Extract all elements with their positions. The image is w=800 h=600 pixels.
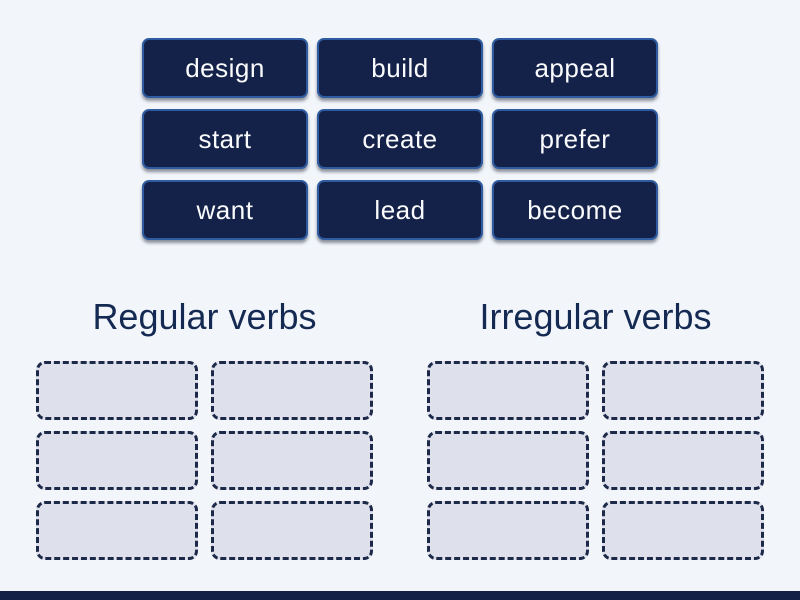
word-tile-grid: design build appeal start create prefer … — [142, 38, 658, 240]
drop-slot-irregular-4[interactable] — [602, 431, 764, 490]
word-tile-lead[interactable]: lead — [317, 180, 483, 240]
drop-slot-regular-2[interactable] — [211, 361, 373, 420]
word-tile-start[interactable]: start — [142, 109, 308, 169]
drop-slot-regular-5[interactable] — [36, 501, 198, 560]
drop-slot-irregular-2[interactable] — [602, 361, 764, 420]
word-tile-prefer[interactable]: prefer — [492, 109, 658, 169]
word-tile-design[interactable]: design — [142, 38, 308, 98]
drop-slot-regular-3[interactable] — [36, 431, 198, 490]
bottom-toolbar-edge — [0, 591, 800, 600]
word-tile-want[interactable]: want — [142, 180, 308, 240]
drop-slot-irregular-3[interactable] — [427, 431, 589, 490]
drop-slot-regular-1[interactable] — [36, 361, 198, 420]
drop-slot-regular-6[interactable] — [211, 501, 373, 560]
word-tile-create[interactable]: create — [317, 109, 483, 169]
drop-zone-group-regular-verbs — [36, 361, 373, 560]
drop-zone-group-irregular-verbs — [427, 361, 764, 560]
word-tile-appeal[interactable]: appeal — [492, 38, 658, 98]
category-title-regular-verbs: Regular verbs — [92, 296, 317, 337]
drop-slot-irregular-6[interactable] — [602, 501, 764, 560]
drop-slot-irregular-5[interactable] — [427, 501, 589, 560]
word-tile-become[interactable]: become — [492, 180, 658, 240]
word-tile-build[interactable]: build — [317, 38, 483, 98]
category-title-irregular-verbs: Irregular verbs — [479, 296, 712, 337]
drop-slot-regular-4[interactable] — [211, 431, 373, 490]
drop-slot-irregular-1[interactable] — [427, 361, 589, 420]
